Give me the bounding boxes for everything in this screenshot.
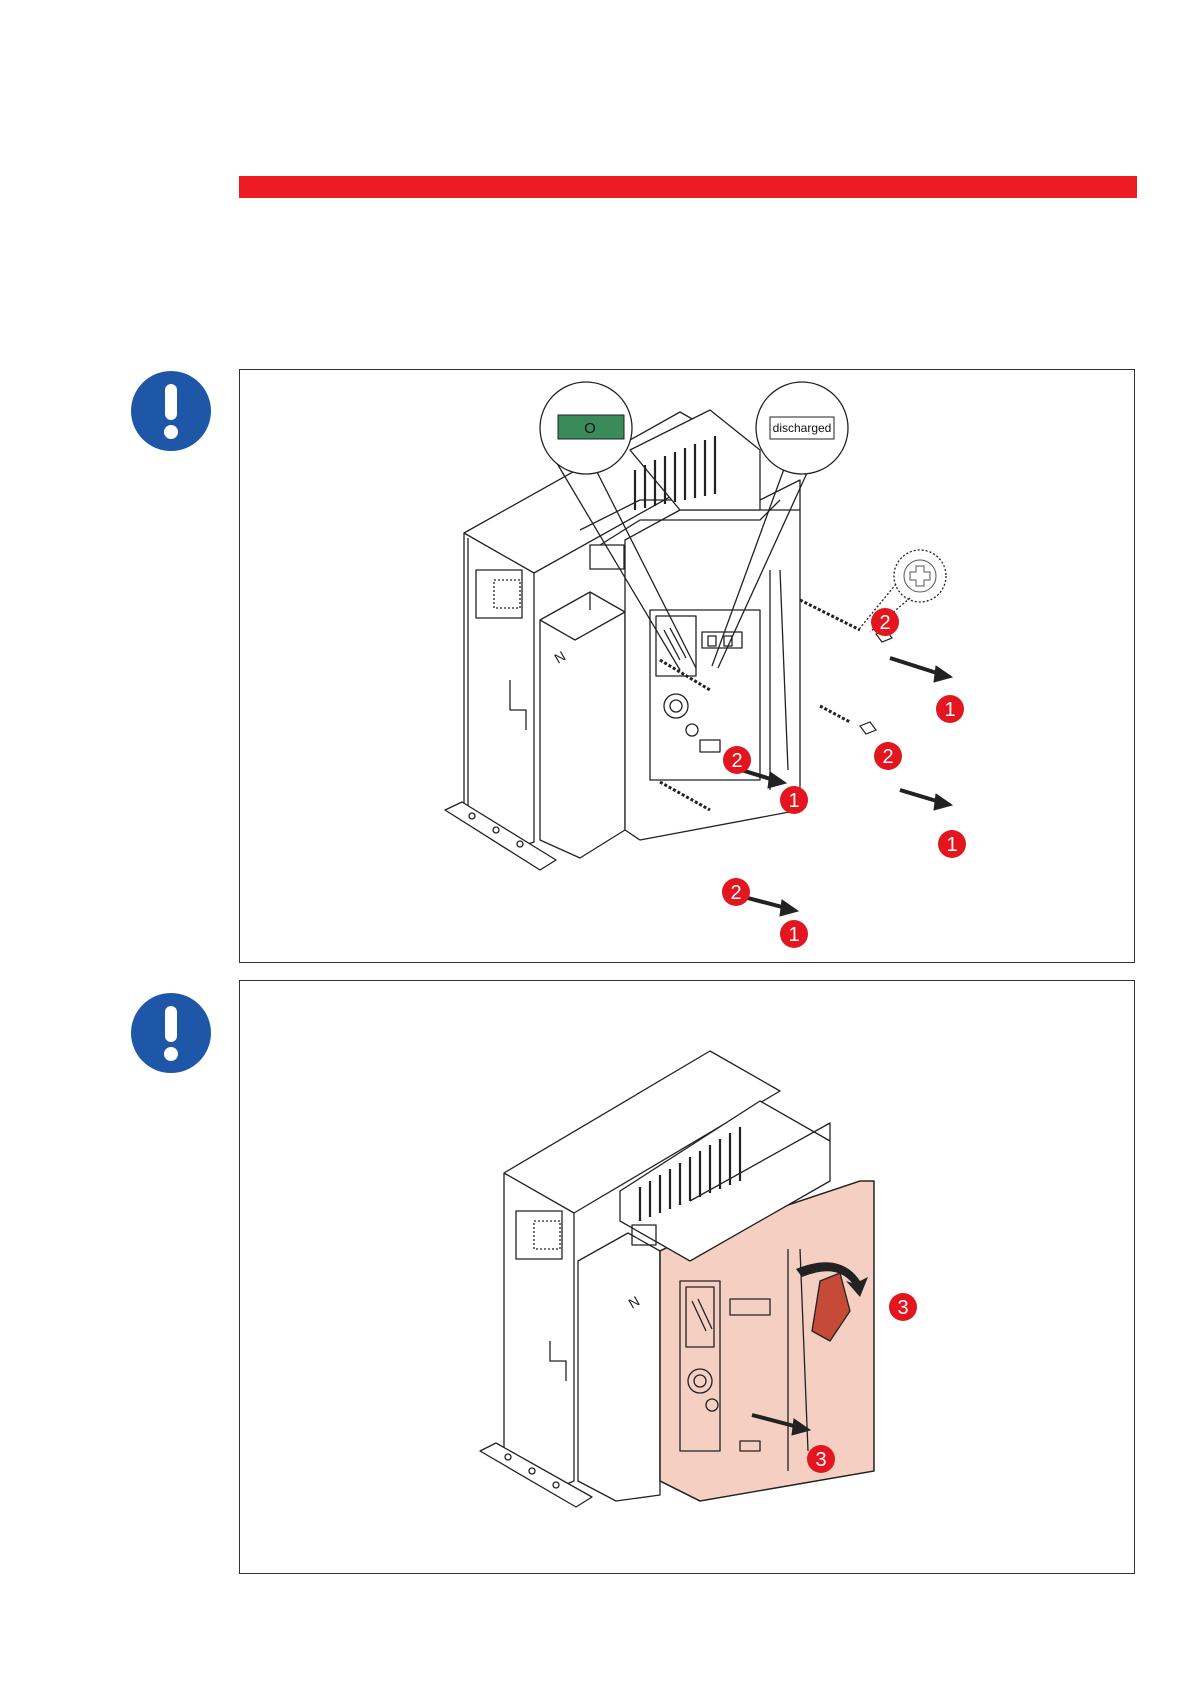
svg-text:O: O	[584, 420, 596, 437]
step-badge-2: 2	[871, 608, 899, 636]
exclamation-icon	[130, 370, 212, 452]
svg-text:3: 3	[897, 1297, 908, 1319]
step-badge-3: 3	[889, 1293, 917, 1321]
step-badge-2: 2	[722, 878, 750, 906]
step-badge-1: 1	[780, 920, 808, 948]
exclamation-icon	[130, 992, 212, 1074]
svg-text:1: 1	[944, 699, 955, 721]
svg-text:1: 1	[788, 924, 799, 946]
svg-text:1: 1	[946, 834, 957, 856]
svg-text:2: 2	[730, 882, 741, 904]
svg-text:discharged: discharged	[773, 421, 832, 435]
svg-text:2: 2	[731, 750, 742, 772]
figure-withdraw-breaker: N	[239, 980, 1135, 1574]
phillips-screw-icon	[904, 560, 936, 592]
figure-remove-screws: N	[239, 369, 1135, 963]
step-badge-1: 1	[780, 786, 808, 814]
step-badge-1: 1	[938, 830, 966, 858]
step-badge-3: 3	[807, 1445, 835, 1473]
callout-open-indicator: O	[540, 382, 632, 474]
figure-1-drawing: N	[240, 370, 1136, 964]
svg-text:3: 3	[815, 1449, 826, 1471]
figure-2-drawing: N	[240, 981, 1136, 1575]
svg-text:2: 2	[879, 612, 890, 634]
step-badge-2: 2	[723, 746, 751, 774]
header-bar	[239, 176, 1137, 198]
step-badge-2: 2	[874, 742, 902, 770]
svg-text:1: 1	[788, 790, 799, 812]
step-badge-1: 1	[936, 695, 964, 723]
callout-spring-indicator: discharged	[756, 382, 848, 474]
svg-text:2: 2	[882, 746, 893, 768]
